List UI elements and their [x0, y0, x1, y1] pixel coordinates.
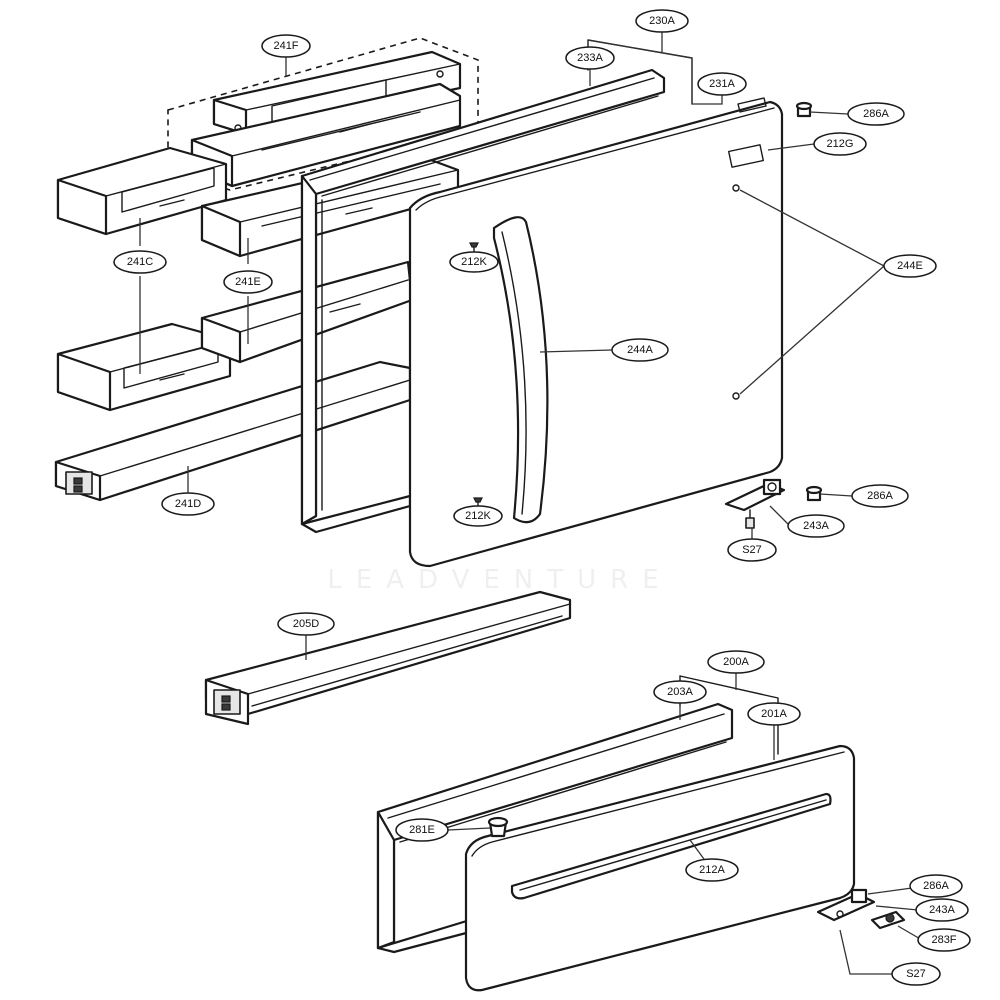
callout-241e: 241E [223, 270, 273, 294]
callout-label-241e: 241E [235, 276, 261, 288]
callout-label-244a: 244A [627, 344, 653, 356]
callout-label-212k-lower: 212K [465, 510, 491, 522]
callout-283f: 283F [917, 928, 971, 952]
drawer-gasket-203a [376, 702, 734, 954]
callout-233a: 233A [565, 46, 615, 70]
callout-label-233a: 233A [577, 52, 603, 64]
door-hinge-upper [724, 478, 786, 529]
door-cap-dot-upper [732, 184, 740, 192]
callout-label-286a-middle: 286A [867, 490, 893, 502]
door-bin-241c-upper [56, 146, 228, 236]
callout-label-241f: 241F [273, 40, 298, 52]
callout-label-200a: 200A [723, 656, 749, 668]
door-cap-dot-lower [732, 392, 740, 400]
callout-label-231a: 231A [709, 78, 735, 90]
hinge-cap-upper [795, 101, 813, 118]
callout-label-286a-bottom: 286A [923, 880, 949, 892]
callout-s27-upper: S27 [727, 538, 777, 562]
callout-205d: 205D [277, 612, 335, 636]
callout-label-212a: 212A [699, 864, 725, 876]
drawer-hinge-assembly [816, 888, 906, 930]
brand-badge [727, 144, 765, 168]
callout-241f: 241F [261, 34, 311, 58]
callout-212k-upper: 212K [449, 251, 499, 273]
callout-200a: 200A [707, 650, 765, 674]
callout-241d: 241D [161, 492, 215, 516]
callout-212g: 212G [813, 132, 867, 156]
callout-label-241d: 241D [175, 498, 201, 510]
callout-label-s27-lower: S27 [906, 968, 926, 980]
callout-label-281e: 281E [409, 824, 435, 836]
callout-label-243a-upper: 243A [803, 520, 829, 532]
callout-244e: 244E [883, 254, 937, 278]
callout-label-212g: 212G [827, 138, 854, 150]
drawer-stopper-281e [487, 816, 509, 838]
hinge-cap-middle [805, 485, 823, 502]
callout-label-244e: 244E [897, 260, 923, 272]
callout-label-201a: 201A [761, 708, 787, 720]
callout-s27-lower: S27 [891, 962, 941, 986]
callout-230a: 230A [635, 9, 689, 33]
callout-241c: 241C [113, 250, 167, 274]
callout-label-230a: 230A [649, 15, 675, 27]
callout-label-203a: 203A [667, 686, 693, 698]
callout-244a: 244A [611, 338, 669, 362]
callout-label-283f: 283F [931, 934, 956, 946]
callout-212k-lower: 212K [453, 505, 503, 527]
watermark-text: LEADVENTURE [327, 565, 672, 595]
drawer-handle-212a [510, 792, 832, 900]
door-bin-241c-lower [56, 322, 232, 412]
door-handle-244a [492, 216, 549, 524]
callout-201a: 201A [747, 702, 801, 726]
callout-286a-middle: 286A [851, 484, 909, 508]
callout-286a-bottom: 286A [909, 874, 963, 898]
callout-label-243a-lower: 243A [929, 904, 955, 916]
callout-label-241c: 241C [127, 256, 153, 268]
callout-231a: 231A [697, 72, 747, 96]
refrigerator-door-panel [408, 97, 784, 568]
callout-243a-lower: 243A [915, 898, 969, 922]
freezer-drawer-front [464, 744, 856, 992]
upper-door-bin [212, 50, 462, 136]
callout-label-212k-upper: 212K [461, 256, 487, 268]
callout-286a-top: 286A [847, 102, 905, 126]
callout-label-286a-top: 286A [863, 108, 889, 120]
door-shelf-205d [204, 590, 572, 726]
callout-203a: 203A [653, 680, 707, 704]
callout-281e: 281E [395, 818, 449, 842]
callout-label-205d: 205D [293, 618, 319, 630]
callout-212a: 212A [685, 858, 739, 882]
callout-label-s27-upper: S27 [742, 544, 762, 556]
callout-243a-upper: 243A [787, 514, 845, 538]
